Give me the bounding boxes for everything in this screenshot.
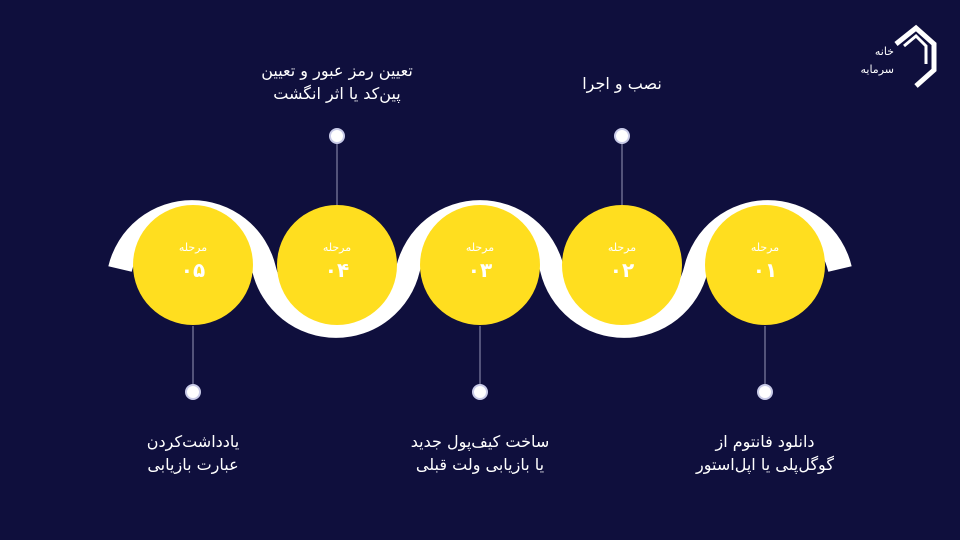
step-4-number: ۰۴ — [325, 258, 349, 282]
step-5-circle — [133, 205, 253, 325]
step-1-description-line: گوگل‌پلی یا اپل‌استور — [696, 455, 834, 474]
step-3-description: ساخت کیف‌پول جدید یا بازیابی ولت قبلی — [370, 430, 590, 476]
logo-line1: خانه — [874, 45, 894, 58]
step-3-description-line: ساخت کیف‌پول جدید — [410, 432, 550, 451]
step-2-number: ۰۲ — [610, 258, 634, 282]
step-2-circle — [562, 205, 682, 325]
step-1-description: دانلود فانتوم از گوگل‌پلی یا اپل‌استور — [655, 430, 875, 476]
step-2-description-line: نصب و اجرا — [582, 74, 662, 93]
step-1-number: ۰۱ — [753, 258, 777, 282]
step-4-dot — [329, 128, 345, 144]
step-5-dot — [185, 384, 201, 400]
step-5-description-line: عبارت بازیابی — [147, 455, 239, 474]
step-4-description-line: پین‌کد یا اثر انگشت — [273, 84, 401, 103]
step-1-description-line: دانلود فانتوم از — [715, 432, 815, 451]
step-4-circle — [277, 205, 397, 325]
step-1-circle — [705, 205, 825, 325]
step-3-label: مرحله — [466, 241, 494, 254]
step-3-circle — [420, 205, 540, 325]
step-3-dot — [472, 384, 488, 400]
house-logo-icon — [894, 24, 937, 88]
step-1-label: مرحله — [751, 241, 779, 254]
step-5-description: یادداشت‌کردن عبارت بازیابی — [83, 430, 303, 476]
step-3-description-line: یا بازیابی ولت قبلی — [415, 455, 545, 474]
logo: خانه سرمایه — [838, 24, 938, 88]
step-5-label: مرحله — [179, 241, 207, 254]
step-1-dot — [757, 384, 773, 400]
step-2-dot — [614, 128, 630, 144]
step-5-number: ۰۵ — [181, 258, 205, 282]
step-5-description-line: یادداشت‌کردن — [146, 432, 240, 451]
step-4-label: مرحله — [323, 241, 351, 254]
logo-line2: سرمایه — [860, 63, 894, 76]
step-4-description: تعیین رمز عبور و تعیین پین‌کد یا اثر انگش… — [227, 59, 447, 105]
step-2-description: نصب و اجرا — [512, 72, 732, 95]
step-3-number: ۰۳ — [468, 258, 492, 282]
step-4-description-line: تعیین رمز عبور و تعیین — [261, 61, 413, 80]
step-2-label: مرحله — [608, 241, 636, 254]
